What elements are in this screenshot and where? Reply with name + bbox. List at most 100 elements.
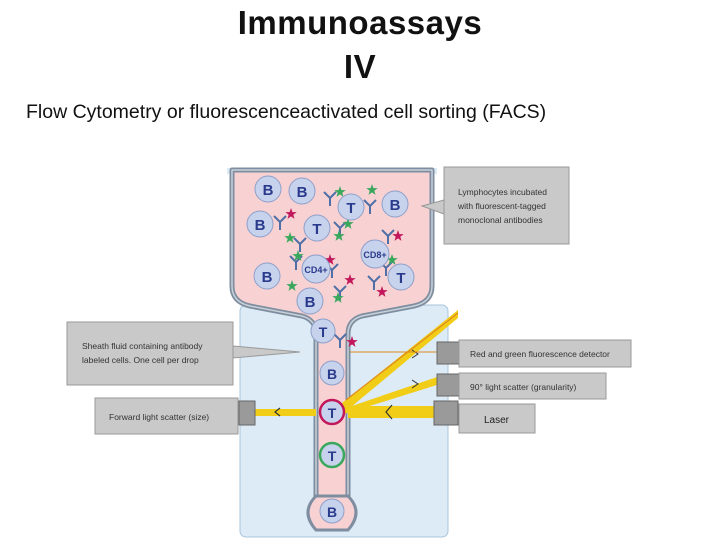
fluor-line bbox=[345, 312, 459, 401]
star-tag bbox=[342, 218, 354, 229]
title-line-2: IV bbox=[343, 48, 377, 85]
star-tag bbox=[366, 184, 378, 195]
cell-circle bbox=[254, 175, 282, 203]
laser-label: Laser bbox=[484, 415, 510, 426]
laser-source bbox=[433, 400, 459, 426]
forward-scatter-label: Forward light scatter (size) bbox=[109, 412, 209, 422]
cell-b: B bbox=[296, 287, 324, 315]
antibody bbox=[273, 215, 287, 230]
lymphocyte-line-1: Lymphocytes incubated bbox=[458, 187, 547, 197]
star-tag bbox=[346, 336, 358, 347]
star-tag bbox=[292, 250, 304, 261]
cell-circle bbox=[288, 177, 316, 205]
side-scatter-detector bbox=[436, 373, 460, 397]
sheath-pointer bbox=[232, 345, 301, 359]
star-tag bbox=[334, 186, 346, 197]
cell-label: CD8+ bbox=[363, 250, 386, 260]
cell-circle bbox=[387, 263, 415, 291]
cell-b: B bbox=[254, 175, 282, 203]
antibody bbox=[323, 191, 337, 206]
cell-b: B bbox=[319, 498, 345, 524]
forward-scatter-callout bbox=[94, 397, 239, 435]
cell-label: B bbox=[263, 182, 274, 199]
star-tag bbox=[324, 254, 336, 265]
antibody bbox=[367, 275, 381, 290]
star-tag bbox=[392, 230, 404, 241]
cell-circle bbox=[360, 239, 390, 269]
star-tag bbox=[386, 254, 398, 265]
antibody bbox=[293, 237, 307, 252]
cell-label: B bbox=[327, 504, 337, 520]
lymphocyte-line-3: monoclonal antibodies bbox=[458, 215, 543, 225]
cell-circle bbox=[381, 190, 409, 218]
cell-t: T bbox=[387, 263, 415, 291]
cell-circle bbox=[310, 318, 336, 344]
cell-circle bbox=[318, 441, 346, 469]
cell-circle bbox=[319, 360, 345, 386]
cell-circle bbox=[318, 398, 346, 426]
cell-label: B bbox=[297, 184, 308, 201]
forward-scatter-detector bbox=[238, 400, 256, 426]
cell-label: B bbox=[305, 294, 316, 311]
side-scatter-callout bbox=[458, 372, 607, 400]
lymphocyte-callout bbox=[443, 166, 570, 245]
cell-b: B bbox=[288, 177, 316, 205]
cell-label: T bbox=[346, 200, 355, 217]
cell-circle bbox=[303, 214, 331, 242]
cell-t-fluorescent: T bbox=[318, 441, 346, 469]
cell-label: T bbox=[319, 324, 328, 340]
cell-b: B bbox=[246, 210, 274, 238]
antibody bbox=[381, 229, 395, 244]
sheath-line-2: labeled cells. One cell per drop bbox=[82, 355, 199, 365]
cell-b: B bbox=[381, 190, 409, 218]
cell-circle bbox=[319, 498, 345, 524]
antibody bbox=[363, 199, 377, 214]
laser-callout bbox=[458, 403, 536, 434]
forward-scatter-beam bbox=[253, 409, 316, 416]
cell-cd8: CD8+ bbox=[360, 239, 390, 269]
laser-arrow-1 bbox=[385, 404, 393, 420]
laser-beam bbox=[348, 406, 434, 418]
cell-circle bbox=[301, 254, 331, 284]
cell-label: B bbox=[262, 269, 273, 286]
subtitle: Flow Cytometry or fluorescenceactivated … bbox=[26, 101, 547, 123]
star-tag bbox=[344, 274, 356, 285]
cell-label: T bbox=[328, 448, 337, 464]
cell-label: B bbox=[390, 197, 401, 214]
red-green-label: Red and green fluorescence detector bbox=[470, 349, 610, 359]
cell-label: B bbox=[327, 366, 337, 382]
star-tag bbox=[285, 208, 297, 219]
forward-arrow bbox=[274, 407, 281, 417]
star-tag bbox=[376, 286, 388, 297]
side-arrow bbox=[411, 379, 419, 389]
cell-circle bbox=[253, 262, 281, 290]
cell-label: T bbox=[396, 270, 405, 287]
cell-circle bbox=[246, 210, 274, 238]
star-tag bbox=[286, 280, 298, 291]
antibody bbox=[333, 333, 347, 348]
cell-b: B bbox=[253, 262, 281, 290]
cell-t: T bbox=[310, 318, 336, 344]
fluorescence-detector bbox=[436, 341, 460, 365]
red-green-callout bbox=[458, 339, 632, 368]
lymphocyte-pointer bbox=[420, 199, 445, 215]
star-tag bbox=[284, 232, 296, 243]
lymphocyte-line-2: with fluorescent-tagged bbox=[457, 201, 546, 211]
cell-circle bbox=[296, 287, 324, 315]
cell-t: T bbox=[303, 214, 331, 242]
title-line-1: Immunoassays bbox=[237, 4, 483, 41]
fluorescent-tags bbox=[284, 184, 404, 347]
cell-circle bbox=[337, 193, 365, 221]
cell-b: B bbox=[319, 360, 345, 386]
sheath-line-1: Sheath fluid containing antibody bbox=[82, 341, 203, 351]
star-tag bbox=[333, 230, 345, 241]
cell-cd4: CD4+ bbox=[301, 254, 331, 284]
side-scatter-label: 90° light scatter (granularity) bbox=[470, 382, 577, 392]
cell-label: B bbox=[255, 217, 266, 234]
cell-label: T bbox=[312, 221, 321, 238]
cells: B B B T T B CD8+ CD4+ B T B T B T T B bbox=[246, 175, 415, 524]
cell-t-fluorescent: T bbox=[318, 398, 346, 426]
fluor-arrow bbox=[411, 349, 419, 359]
cell-label: CD4+ bbox=[304, 265, 327, 275]
